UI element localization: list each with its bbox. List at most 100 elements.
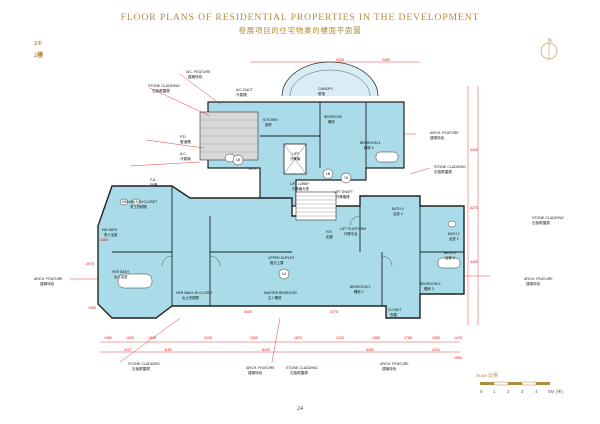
compass-north-label: N	[548, 38, 552, 44]
dim-left-1: 3350	[100, 238, 108, 242]
room-her-bath: HER BATH	[112, 270, 129, 274]
callout-stone-cladding-right: STONE CLADDING	[434, 165, 466, 169]
room-bedroom-4: BEDROOM 4	[360, 141, 381, 145]
room-hr: H.R.	[326, 230, 333, 234]
floor-label-en: 2/F	[34, 41, 43, 47]
staircase	[295, 191, 337, 221]
dim-bottom-row2-2: 1150	[164, 348, 172, 352]
callout-stone-cladding-bottom2: STONE CLADDING	[286, 366, 318, 370]
room-lift-lobby-cn: 升降機大堂	[292, 187, 309, 191]
callout-arch-feature-left-cn: 建築特色	[40, 282, 55, 286]
fixtures	[117, 151, 461, 289]
room-lift-platform: LIFT PLATFORM	[340, 227, 367, 231]
callout-arch-feature-mid-right-cn: 建築特色	[526, 282, 541, 286]
room-bath-2: BATH 2	[448, 232, 460, 236]
callout-arch-feature-left: ARCH. FEATURE	[34, 277, 63, 281]
callout-stone-cladding-bottom-cn: 石板覆蓋層	[132, 367, 150, 371]
dim-bottom-row2-5: 4231	[432, 348, 440, 352]
callout-stone-cladding-right-cn: 石板覆蓋層	[434, 170, 452, 174]
dim-right-2: 3270	[470, 206, 478, 210]
dim-bottom-2: 1530	[126, 336, 134, 340]
dim-bottom-row2-1: 4127	[124, 348, 132, 352]
dim-bottom-1: 1450	[104, 336, 112, 340]
callout-arch-feature-bottom2-cn: 建築特色	[382, 367, 397, 371]
room-bath-3: BATH 3	[444, 251, 456, 255]
page-title-cn: 發展項目的住宅物業的樓面平面圖	[238, 26, 362, 35]
dim-bottom-8: 1580	[372, 336, 380, 340]
floor-label-cn: 2樓	[34, 53, 44, 59]
scale-tick-5: 5M (米)	[548, 388, 563, 395]
room-her-bath-cn: 女士浴室	[114, 275, 128, 279]
room-kitchen: KITCHEN	[263, 118, 278, 122]
callout-fa: F.A.	[150, 178, 157, 182]
room-bath-4: BATH 4	[392, 207, 404, 211]
room-his-walk-in-closet-cn: 男士衣帽間	[130, 205, 147, 209]
callout-stone-cladding-top: STONE CLADDING	[148, 84, 180, 88]
callout-canopy: CANOPY	[318, 87, 334, 91]
callout-trs: T.R.S.	[247, 167, 257, 171]
room-hr-cn: 走廊	[326, 235, 333, 239]
dim-bottom-row2-3: 6200	[262, 348, 270, 352]
flat-number-1b-right: 1B	[325, 172, 331, 176]
dim-right-1: 3300	[470, 148, 478, 152]
flat-number-1a: 1A	[281, 272, 287, 276]
room-bedroom-2: BEDROOM 2	[350, 285, 371, 289]
callout-canopy-cn: 簷篷	[318, 92, 326, 96]
room-closet: CLOSET	[388, 308, 402, 312]
room-upper-duplex: UPPER DUPLEX	[268, 256, 295, 260]
north-compass-icon	[540, 42, 558, 60]
callout-ac-cn: 冷氣機	[180, 157, 191, 161]
room-bath-2-cn: 浴室 2	[449, 237, 459, 241]
dim-bottom-11: 1475	[454, 336, 462, 340]
callout-arch-feature-bottom1-cn: 建築特色	[248, 371, 263, 375]
dim-bottom-10: 1530	[432, 336, 440, 340]
room-bedroom-top-cn: 睡房	[328, 120, 335, 124]
callout-arch-feature-mid-right: ARCH. FEATURE	[524, 277, 553, 281]
room-his-bath: HIS BATH	[102, 228, 118, 232]
callout-stone-cladding-far-right: STONE CLADDING	[532, 216, 564, 220]
callout-stone-cladding-bottom: STONE CLADDING	[128, 362, 160, 366]
room-bath-3-cn: 浴室 3	[445, 256, 455, 260]
callout-ac-duct: A/C DUCT	[236, 88, 253, 92]
room-bedroom-3: BEDROOM 3	[420, 282, 441, 286]
dim-bottom-6: 1870	[294, 336, 302, 340]
dim-mid-2: 4775	[330, 310, 338, 314]
callout-stone-cladding-bottom2-cn: 石板覆蓋層	[290, 371, 308, 375]
room-lift-shaft-cn: 升降機槽	[336, 195, 350, 199]
flat-number-1b: 1B	[235, 158, 241, 162]
callout-arch-feature-right: ARCH. FEATURE	[430, 131, 459, 135]
room-master-bedroom-cn: 主人睡房	[268, 296, 282, 300]
room-her-walk-in-closet: HER WALK-IN CLOSET	[176, 291, 213, 295]
room-closet-cn: 衣櫃	[390, 313, 397, 317]
callout-arch-feature-top-cn: 建築特色	[188, 75, 203, 79]
callout-ac-duct-cn: 冷氣槽	[236, 93, 247, 97]
dim-right-3: 4350	[470, 260, 478, 264]
leader-lines	[70, 73, 490, 363]
page-title-en: FLOOR PLANS OF RESIDENTIAL PROPERTIES IN…	[120, 12, 480, 23]
scale-tick-2: 2	[507, 389, 510, 394]
room-master-bedroom: MASTER BEDROOM	[264, 291, 297, 295]
scale-tick-0: 0	[480, 389, 483, 394]
room-lift-platform-cn: 升降平台	[344, 232, 358, 236]
scale-tick-3: 3	[521, 389, 524, 394]
room-kitchen-cn: 廚房	[265, 123, 272, 127]
dim-bottom-7: 1720	[336, 336, 344, 340]
dim-bottom-9: 1780	[404, 336, 412, 340]
callout-arch-feature-top: A/C. FEATURE	[186, 70, 211, 74]
dim-mid-1: 4050	[244, 310, 252, 314]
callout-stone-cladding-far-right-cn: 石板覆蓋層	[532, 221, 550, 225]
scale-tick-4: 4	[535, 389, 538, 394]
room-bedroom-3-cn: 睡房 3	[424, 287, 434, 291]
callout-fa-cn: 外牆	[150, 183, 158, 187]
dim-left-2: 2975	[86, 262, 94, 266]
room-bedroom-top: BEDROOM	[324, 115, 342, 119]
room-bedroom-4-cn: 睡房 4	[364, 146, 374, 150]
dim-bottom-4: 2130	[204, 336, 212, 340]
room-lift: LIFT	[292, 152, 299, 156]
room-lift-cn: 升降機	[290, 157, 301, 161]
scale-label: Scale 比例	[476, 374, 499, 379]
dim-bottom-5: 2300	[250, 336, 258, 340]
dimension-lines	[100, 61, 479, 353]
dim-top-1: 2425	[336, 58, 344, 62]
floor-plan-drawing	[70, 61, 490, 363]
